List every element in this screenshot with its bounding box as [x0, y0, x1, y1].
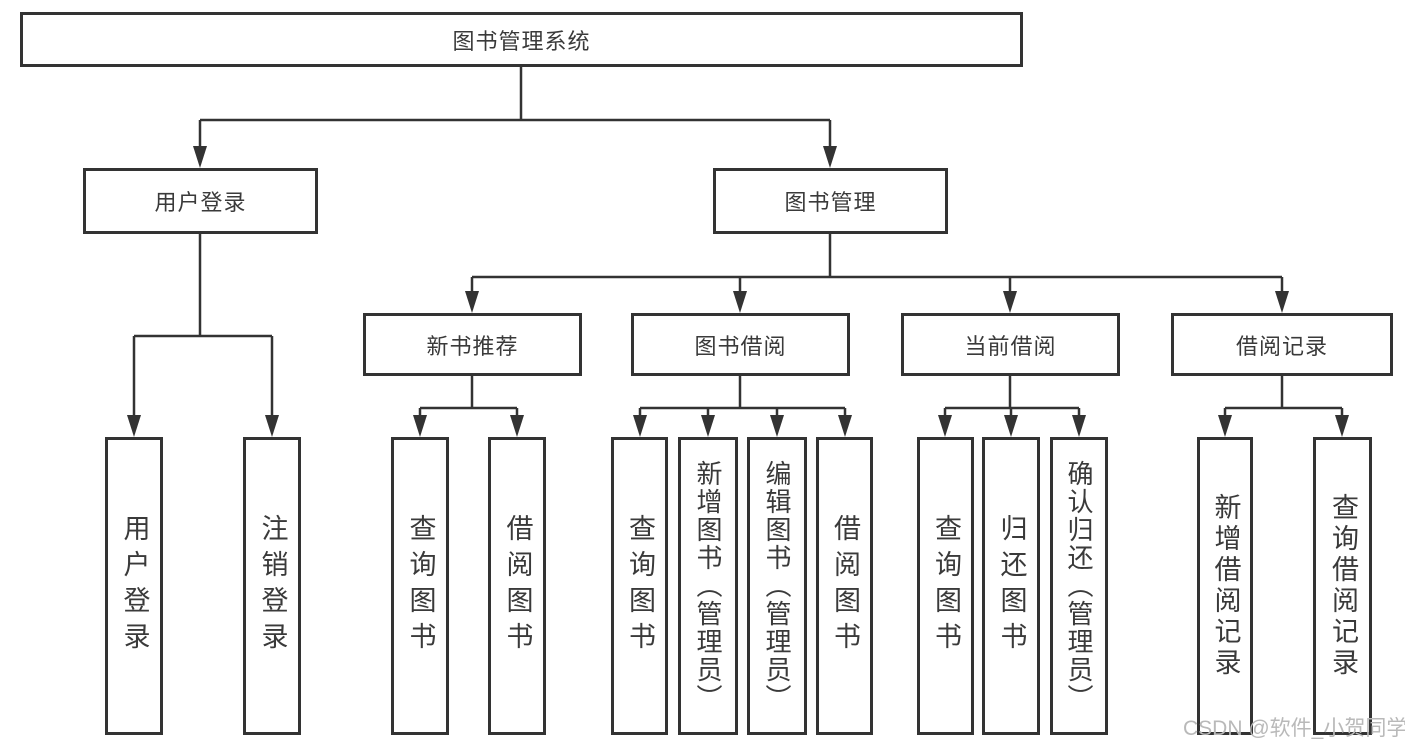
arrowheads — [127, 146, 1349, 437]
node-label: 查询借阅记录 — [1328, 493, 1358, 679]
node-library-management-system: 图书管理系统 — [20, 12, 1023, 67]
leaf-borrow-books-2: 借阅图书 — [816, 437, 873, 735]
leaf-confirm-return-admin: 确认归还（管理员） — [1050, 437, 1108, 735]
node-label: 新书推荐 — [426, 333, 519, 359]
leaf-add-book-admin: 新增图书（管理员） — [678, 437, 738, 735]
node-user-login: 用户登录 — [83, 168, 318, 234]
leaf-add-borrow-record: 新增借阅记录 — [1197, 437, 1253, 735]
leaf-return-book: 归还图书 — [982, 437, 1040, 735]
node-label: 图书管理 — [784, 190, 877, 215]
node-label: 用户登录 — [119, 514, 150, 658]
node-label: 新增图书（管理员） — [693, 460, 723, 712]
node-label: 当前借阅 — [964, 333, 1057, 359]
node-label: 图书借阅 — [694, 333, 787, 359]
node-book-borrow: 图书借阅 — [631, 313, 850, 376]
node-label: 编辑图书（管理员） — [762, 460, 792, 712]
node-label: 新增借阅记录 — [1210, 493, 1241, 679]
node-label: 查询图书 — [405, 514, 436, 658]
leaf-edit-book-admin: 编辑图书（管理员） — [747, 437, 807, 735]
node-label: 归还图书 — [996, 514, 1027, 658]
leaf-query-books-recommend: 查询图书 — [391, 437, 449, 735]
leaf-logout: 注销登录 — [243, 437, 301, 735]
node-label: 用户登录 — [154, 190, 247, 215]
node-label: 借阅记录 — [1235, 333, 1328, 359]
node-label: 图书管理系统 — [452, 28, 591, 54]
node-label: 确认归还（管理员） — [1064, 460, 1094, 712]
leaf-borrow-books-recommend: 借阅图书 — [488, 437, 546, 735]
leaf-query-books-current: 查询图书 — [917, 437, 974, 735]
node-label: 借阅图书 — [830, 514, 860, 658]
node-new-book-recommend: 新书推荐 — [363, 313, 582, 376]
node-book-management: 图书管理 — [713, 168, 948, 234]
node-label: 借阅图书 — [502, 514, 533, 658]
node-label: 注销登录 — [257, 514, 288, 658]
node-borrow-records: 借阅记录 — [1171, 313, 1393, 376]
node-label: 查询图书 — [625, 514, 655, 658]
csdn-watermark: CSDN @软件_小贺同学 — [1183, 717, 1405, 740]
leaf-user-login: 用户登录 — [105, 437, 163, 735]
leaf-query-books-borrow: 查询图书 — [611, 437, 668, 735]
leaf-query-borrow-record: 查询借阅记录 — [1313, 437, 1372, 735]
node-label: 查询图书 — [931, 514, 961, 658]
node-current-borrow: 当前借阅 — [901, 313, 1120, 376]
